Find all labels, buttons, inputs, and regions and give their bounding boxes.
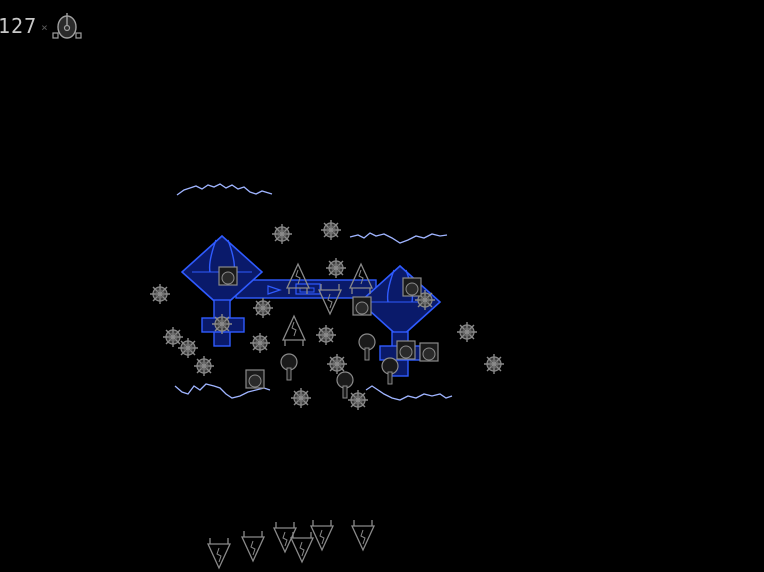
spiked-mine-icon [149, 219, 505, 411]
score-counter: 127 [0, 14, 38, 38]
multiplier-symbol: × [41, 20, 48, 34]
hud-bar: 127 × [0, 8, 84, 44]
arrowhead-ship-icon [207, 263, 375, 569]
lightning-arc-icon [174, 183, 453, 401]
player-ship-icon [52, 13, 82, 39]
